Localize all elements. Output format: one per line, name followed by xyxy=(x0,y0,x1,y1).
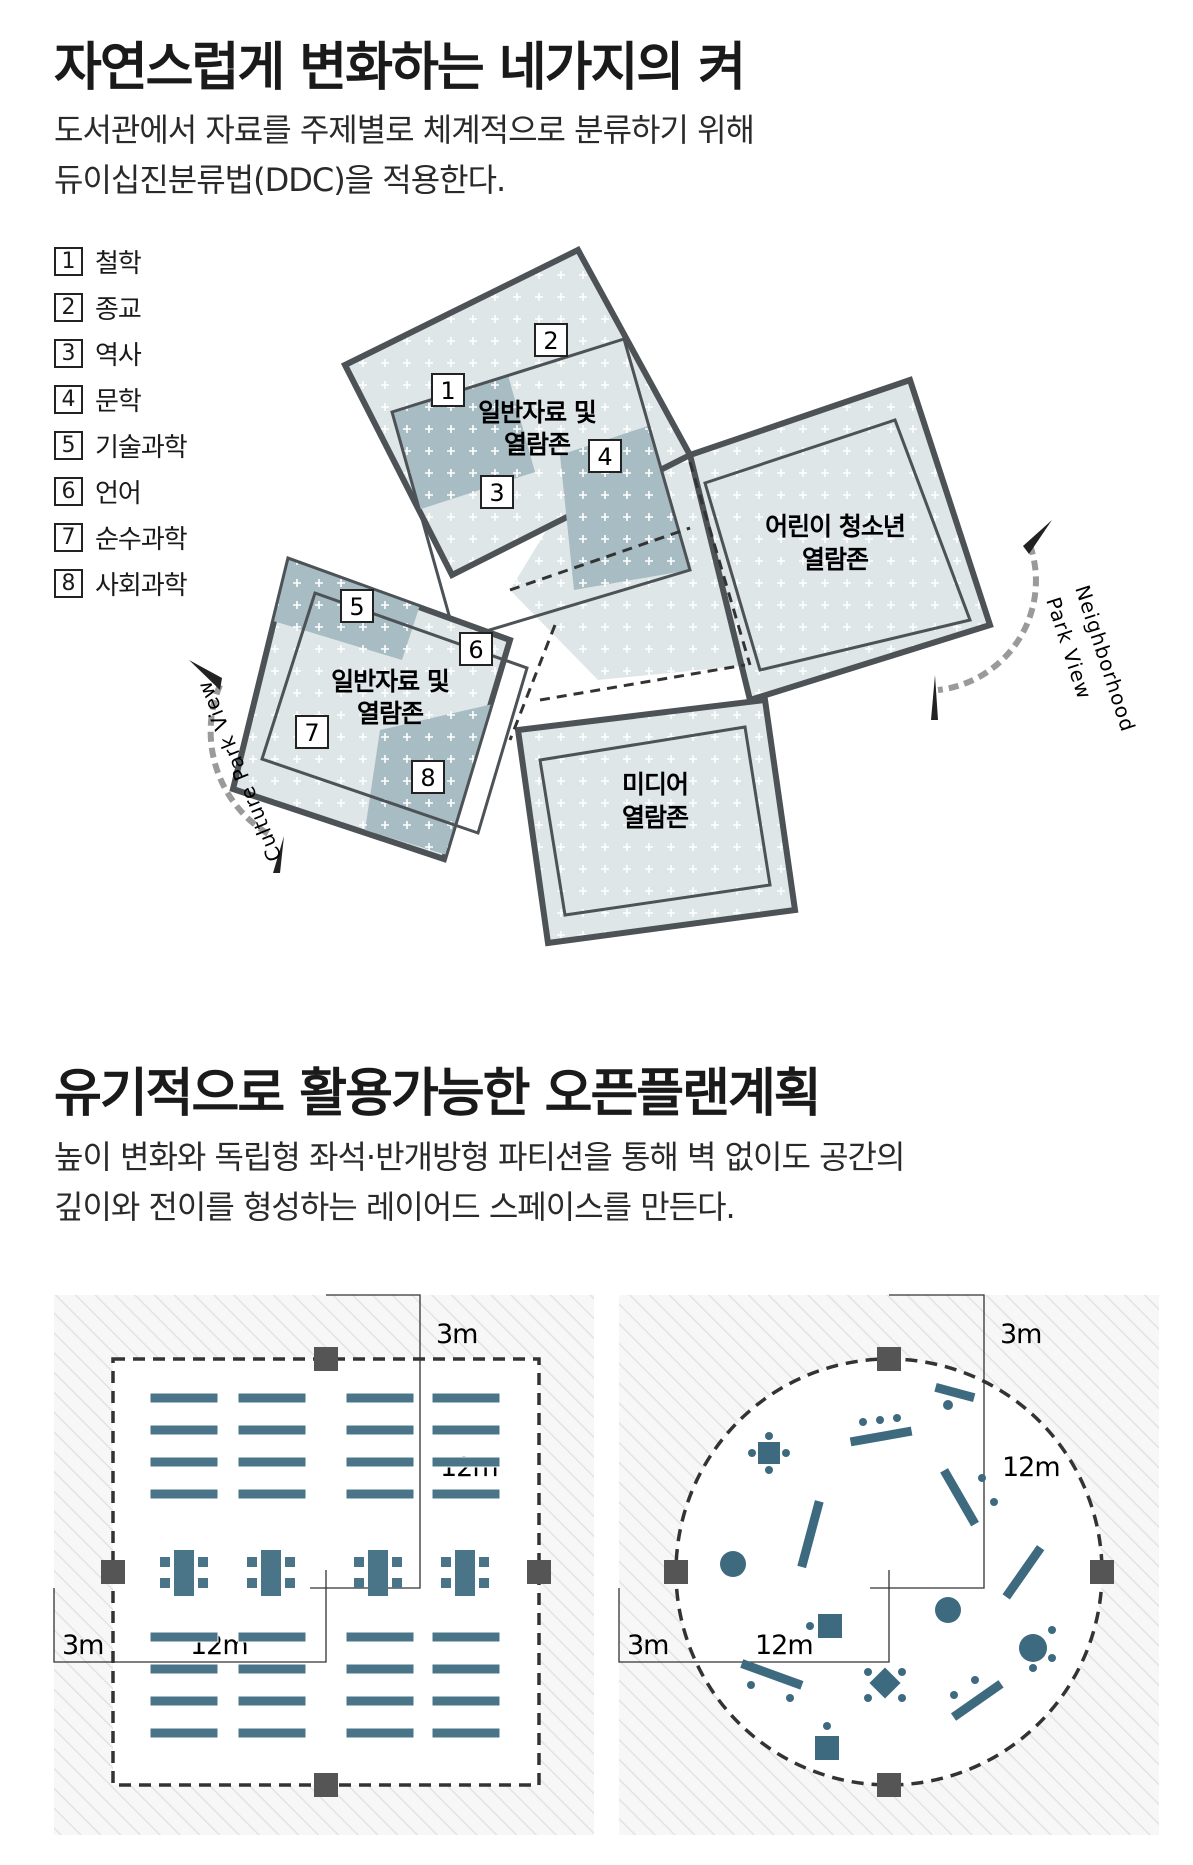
legend-item-8: 8 사회과학 xyxy=(54,560,188,606)
legend-number: 4 xyxy=(54,384,83,414)
legend-label: 사회과학 xyxy=(95,570,188,601)
marker-7: 7 xyxy=(304,719,319,747)
section2-title: 유기적으로 활용가능한 오픈플랜계획 xyxy=(54,1064,822,1124)
section1-desc-line2: 듀이십진분류법(DDC)을 적용한다. xyxy=(54,161,506,199)
zone-media xyxy=(514,696,799,947)
legend-number: 6 xyxy=(54,476,83,506)
zone-label-children-2: 열람존 xyxy=(802,545,869,574)
zone-children xyxy=(686,376,994,704)
legend-number: 3 xyxy=(54,338,83,368)
section1-description: 도서관에서 자료를 주제별로 체계적으로 분류하기 위해 듀이십진분류법(DDC… xyxy=(54,105,755,205)
view-arrow-icon xyxy=(931,675,938,720)
section1-title: 자연스럽게 변화하는 네가지의 켜 xyxy=(54,38,746,98)
zone-label-children-1: 어린이 청소년 xyxy=(765,512,905,541)
ddc-markers-left: 5 6 7 8 xyxy=(295,589,493,794)
legend-item-2: 2 종교 xyxy=(54,284,187,330)
section1-desc-line1: 도서관에서 자료를 주제별로 체계적으로 분류하기 위해 xyxy=(54,111,755,149)
dim-12m-right-circle: 12m xyxy=(1002,1452,1060,1483)
marker-6: 6 xyxy=(468,636,483,664)
section2-desc-line1: 높이 변화와 독립형 좌석·반개방형 파티션을 통해 벽 없이도 공간의 xyxy=(54,1138,905,1176)
legend-label: 기술과학 xyxy=(95,432,188,463)
marker-3: 3 xyxy=(489,479,504,507)
zone-label-general-left-1: 일반자료 및 xyxy=(331,667,449,696)
zone-label-media-1: 미디어 xyxy=(622,770,688,799)
dim-12m-bottom-circle: 12m xyxy=(755,1630,813,1661)
legend-item-5: 5 기술과학 xyxy=(54,422,188,468)
ddc-legend: 1 철학 2 종교 3 역사 4 문학 5 기술과학 6 언어 7 순수과학 8 사회과학 xyxy=(54,238,188,606)
plan-grid-layout: 3m 12m 3m 12m xyxy=(53,1294,594,1835)
legend-item-6: 6 언어 xyxy=(54,468,187,514)
bookshelf-rows xyxy=(149,1392,501,1739)
view-arrow-icon xyxy=(1023,520,1052,554)
dim-3m-left: 3m xyxy=(62,1630,103,1661)
section2-description: 높이 변화와 독립형 좌석·반개방형 파티션을 통해 벽 없이도 공간의 깊이와… xyxy=(54,1132,905,1232)
legend-label: 언어 xyxy=(95,478,142,509)
dim-3m-left-circle: 3m xyxy=(627,1630,668,1661)
legend-label: 철학 xyxy=(95,248,142,279)
structural-columns-circle xyxy=(664,1347,1114,1797)
legend-label: 역사 xyxy=(95,340,142,371)
legend-number: 5 xyxy=(54,430,83,460)
legend-number: 8 xyxy=(54,568,83,598)
zone-label-general-left-2: 열람존 xyxy=(357,699,424,728)
legend-number: 7 xyxy=(54,522,83,552)
legend-number: 2 xyxy=(54,292,83,322)
zone-label-general-top-1: 일반자료 및 xyxy=(478,398,596,427)
legend-number: 1 xyxy=(54,246,83,276)
legend-label: 종교 xyxy=(95,294,142,325)
view-arrow-icon xyxy=(273,836,284,873)
marker-8: 8 xyxy=(420,764,435,792)
legend-item-3: 3 역사 xyxy=(54,330,187,376)
reading-tables xyxy=(160,1550,489,1596)
structural-columns xyxy=(101,1347,551,1797)
section2-desc-line2: 깊이와 전이를 형성하는 레이어드 스페이스를 만든다. xyxy=(54,1188,736,1226)
legend-label: 문학 xyxy=(95,386,142,417)
legend-item-1: 1 철학 xyxy=(54,238,187,284)
view-arrow-icon xyxy=(189,660,222,690)
marker-4: 4 xyxy=(597,443,612,471)
legend-item-7: 7 순수과학 xyxy=(54,514,188,560)
plan-free-layout: 3m 12m 3m 12m xyxy=(618,1294,1159,1835)
ddc-markers-top: 1 2 3 4 xyxy=(431,323,622,509)
dim-3m-top: 3m xyxy=(436,1319,477,1350)
zone-plan-diagram: 1 2 3 4 5 6 7 8 일반자료 및 열람존 어린이 청소년 열람존 일… xyxy=(189,246,1140,947)
dim-3m-top-circle: 3m xyxy=(1000,1319,1041,1350)
zone-label-media-2: 열람존 xyxy=(622,803,689,832)
zone-label-general-top-2: 열람존 xyxy=(504,430,571,459)
marker-2: 2 xyxy=(543,327,558,355)
open-plan-diagrams: 3m 12m 3m 12m xyxy=(53,1294,1159,1835)
legend-item-4: 4 문학 xyxy=(54,376,187,422)
marker-5: 5 xyxy=(349,593,364,621)
marker-1: 1 xyxy=(440,377,455,405)
legend-label: 순수과학 xyxy=(95,524,188,555)
